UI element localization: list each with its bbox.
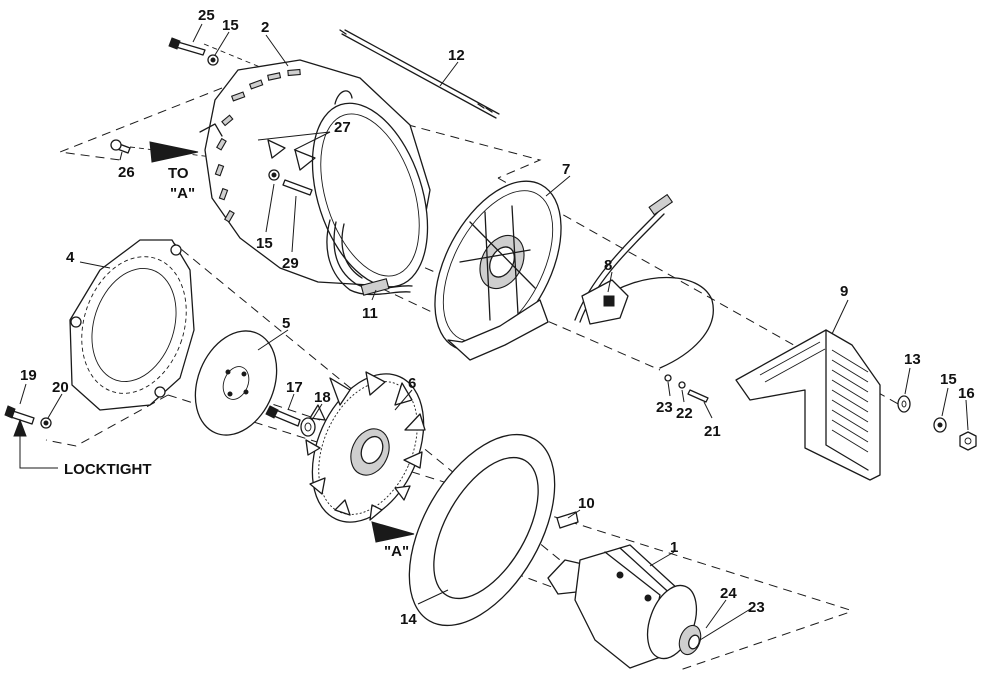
fan-shroud-ring <box>408 433 556 627</box>
callout-7: 7 <box>562 161 570 178</box>
callout-28: 25 <box>198 7 215 24</box>
callout-9: 9 <box>840 283 848 300</box>
callout-21: 21 <box>704 423 721 440</box>
cooling-fan <box>305 371 426 523</box>
adapter-housing <box>69 239 195 411</box>
locktight-note: LOCKTIGHT <box>64 461 152 478</box>
callout-labels: 25 15 2 12 27 26 TO "A" 7 15 29 4 8 9 11… <box>20 7 975 628</box>
to-a-note-line1: TO <box>168 165 189 182</box>
callout-16: 16 <box>958 385 975 402</box>
wire-harness <box>326 219 413 296</box>
callout-19: 19 <box>20 367 37 384</box>
flex-plate <box>194 330 278 436</box>
washer-15-right <box>933 417 947 433</box>
callout-15-right: 15 <box>940 371 957 388</box>
callout-14: 13 <box>904 351 921 368</box>
callout-12: 11 <box>362 305 378 322</box>
callout-15-mid: 15 <box>256 235 273 252</box>
flex-plate-bolt <box>265 405 301 427</box>
bolt-29 <box>282 179 313 196</box>
callout-2: 2 <box>261 19 269 36</box>
nut-15-mid <box>268 169 280 181</box>
brush-holder <box>574 193 714 369</box>
callout-10: 14 <box>400 611 417 628</box>
callout-13: 12 <box>448 47 465 64</box>
callout-25: 24 <box>720 585 737 602</box>
callout-27: 27 <box>334 119 351 136</box>
leader-lines <box>19 23 969 641</box>
rotor-assembly <box>547 544 702 669</box>
callout-8: 8 <box>604 257 612 274</box>
callout-15-top: 15 <box>222 17 239 34</box>
a-marker-note: "A" <box>384 543 409 560</box>
callout-29: 29 <box>282 255 299 272</box>
nut-15-top <box>207 54 219 66</box>
screw-19 <box>4 405 35 425</box>
through-bolt <box>339 29 500 119</box>
callout-23: 23 <box>656 399 673 416</box>
callout-4: 4 <box>66 249 75 266</box>
locktight-arrow <box>13 418 58 469</box>
shaft-key <box>556 511 579 529</box>
to-a-arrow <box>149 141 199 163</box>
callout-6: 6 <box>408 375 416 392</box>
fan-grille-bracket <box>735 329 881 481</box>
stator-housing <box>199 59 431 288</box>
callout-26: 26 <box>118 164 135 181</box>
bolt-28 <box>168 37 206 56</box>
end-bell <box>434 180 562 361</box>
a-marker-arrow <box>371 521 415 543</box>
washer-20 <box>40 417 52 429</box>
callout-11: 10 <box>578 495 595 512</box>
screw-26 <box>110 139 131 154</box>
nut-16 <box>959 431 977 451</box>
callout-18: 18 <box>314 389 331 406</box>
washer-14 <box>897 395 911 413</box>
callout-20: 20 <box>52 379 69 396</box>
callout-1: 1 <box>670 539 678 556</box>
callout-22: 22 <box>676 405 693 422</box>
callout-24: 23 <box>748 599 765 616</box>
callout-17: 17 <box>286 379 303 396</box>
to-a-note-line2: "A" <box>170 185 195 202</box>
callout-5: 5 <box>282 315 290 332</box>
hardware-21-23 <box>664 374 709 403</box>
washer-18 <box>300 417 316 437</box>
